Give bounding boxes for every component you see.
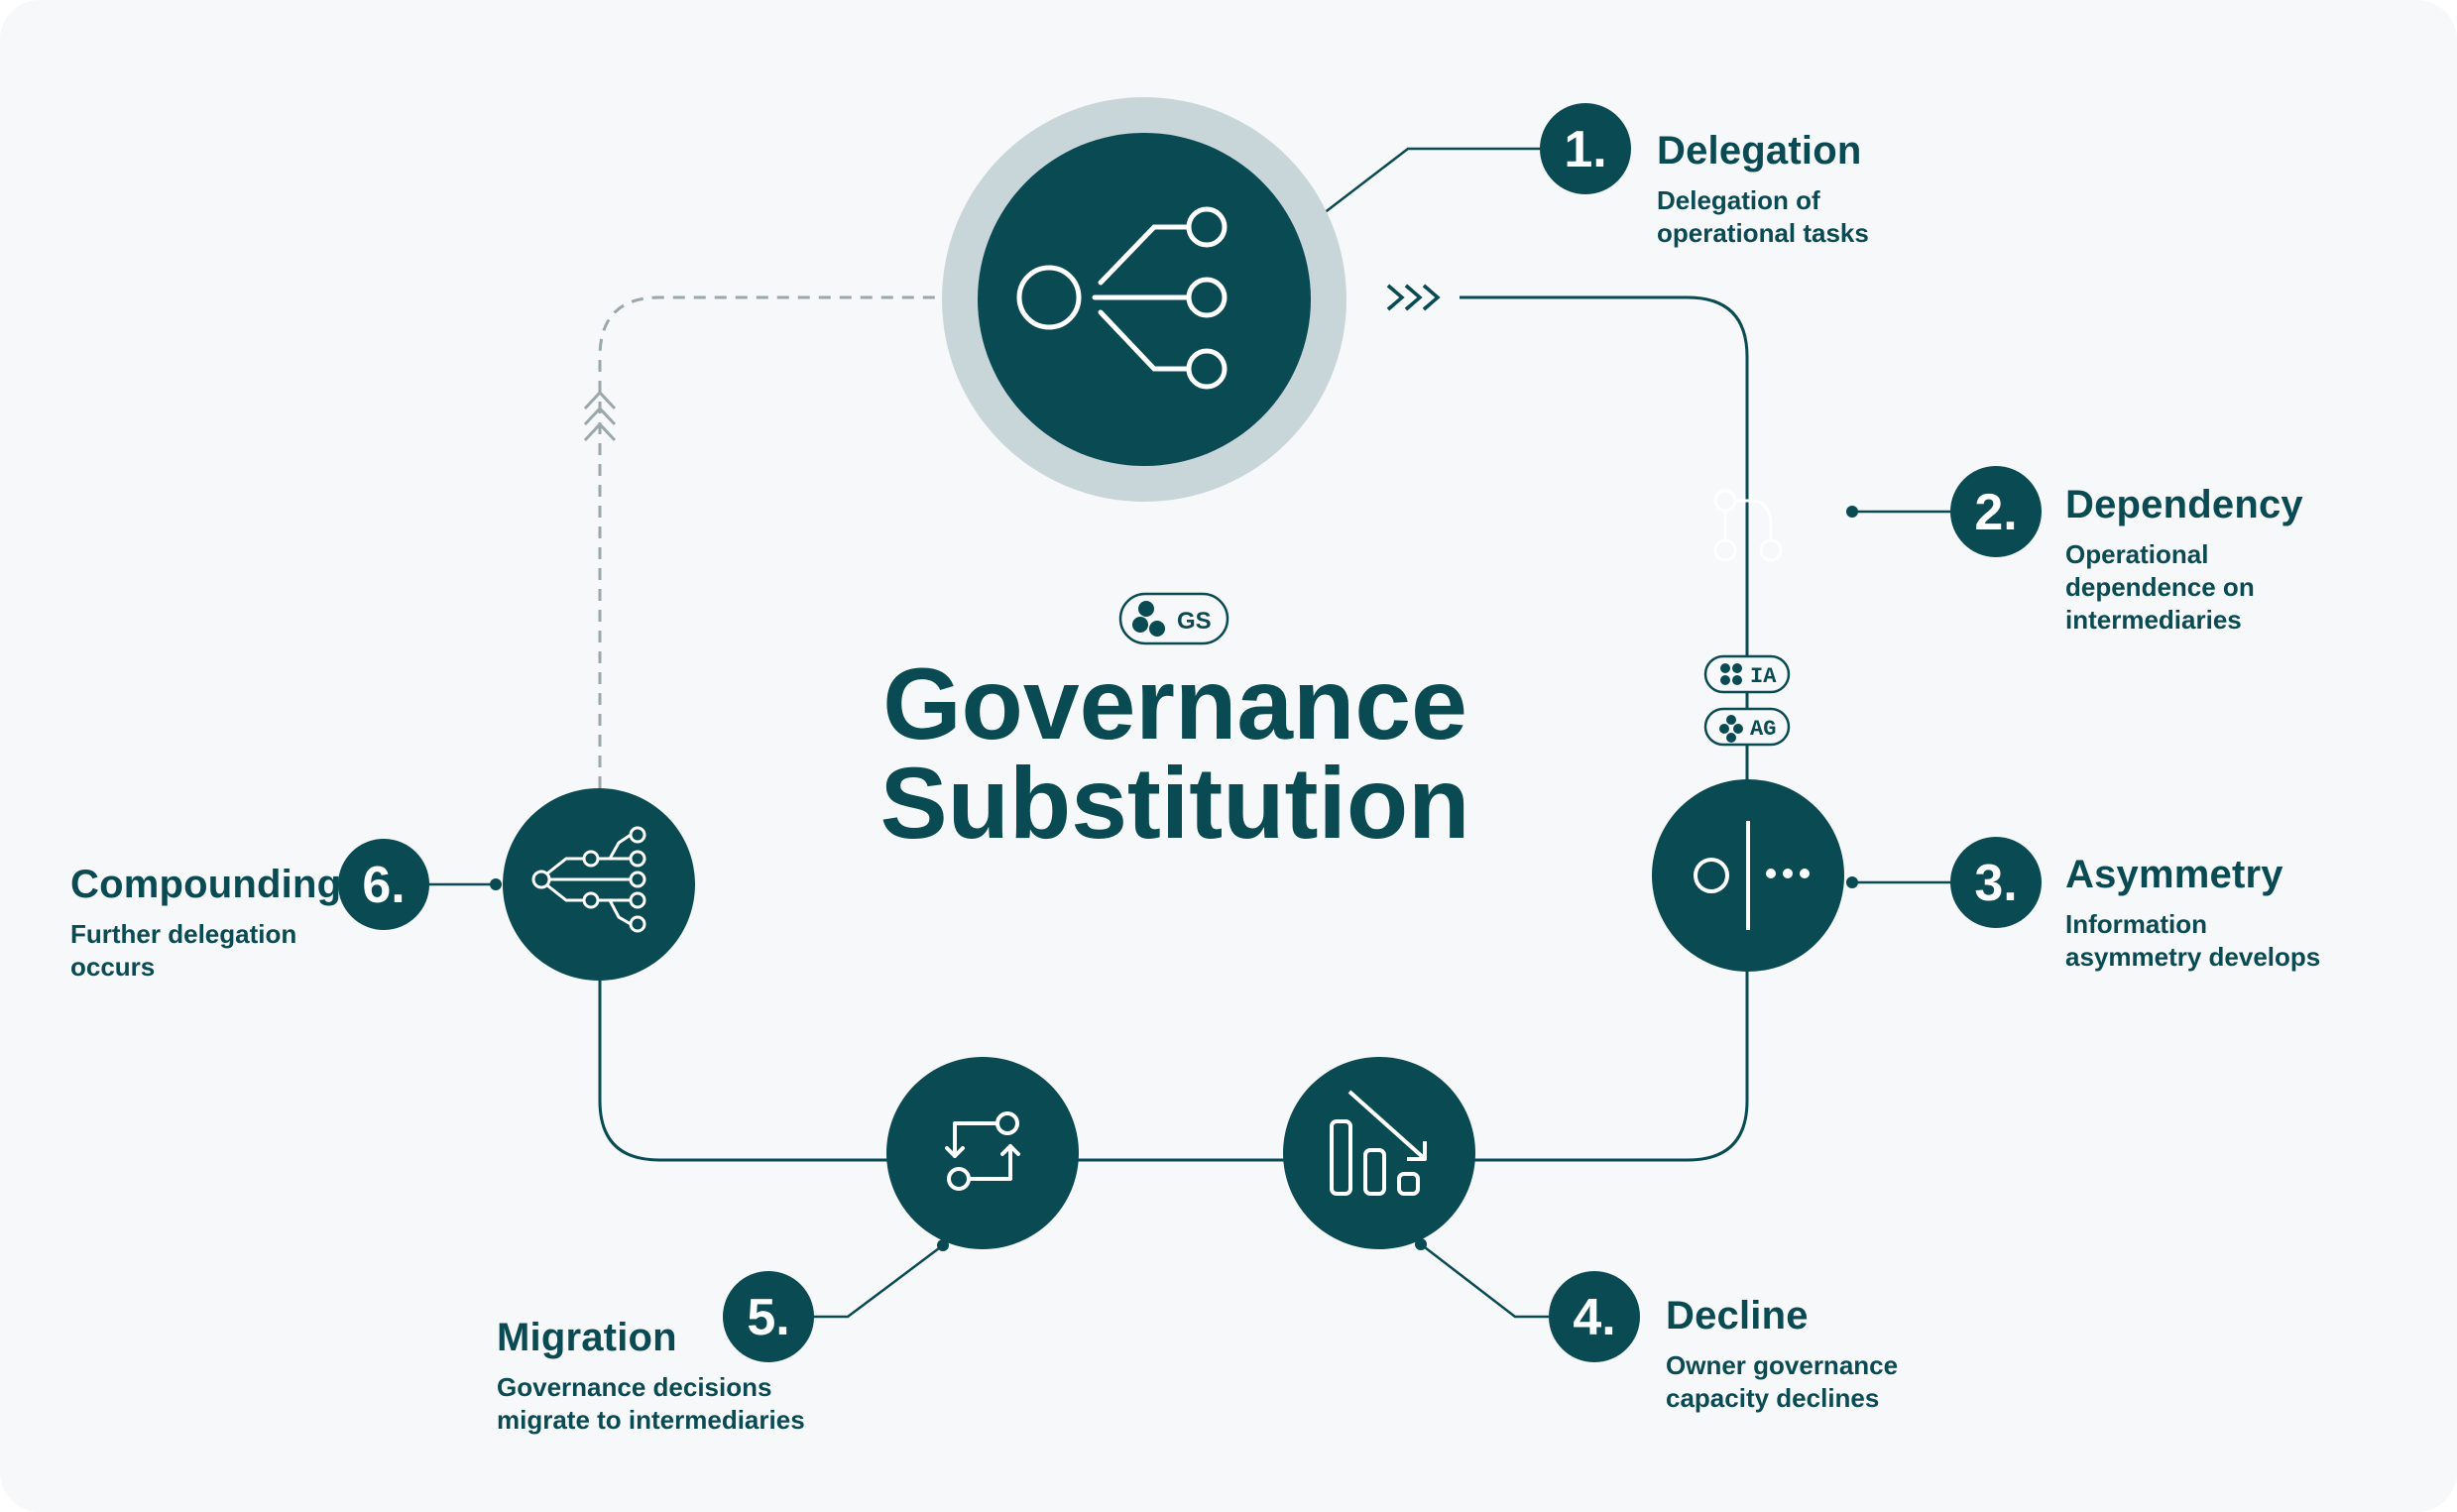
node-migration xyxy=(886,1057,1079,1249)
tag-ag-label: AG xyxy=(1750,717,1776,742)
diagram-title: Governance Substitution xyxy=(768,647,1581,860)
number-badge-1: 1. xyxy=(1540,103,1631,194)
svg-text:6.: 6. xyxy=(362,857,405,914)
svg-text:2.: 2. xyxy=(1974,484,2017,541)
number-badge-6: 6. xyxy=(338,839,429,930)
node-asymmetry xyxy=(1652,779,1844,972)
step-3-label: Asymmetry Information asymmetry develops xyxy=(2065,851,2320,974)
step-4-label: Decline Owner governance capacity declin… xyxy=(1666,1292,1898,1415)
step-4-desc: Owner governance capacity declines xyxy=(1666,1350,1899,1413)
gs-badge-label: GS xyxy=(1177,608,1212,635)
title-line-1: Governance xyxy=(882,647,1467,760)
step-2-label: Dependency Operational dependence on int… xyxy=(2065,481,2303,637)
svg-text:4.: 4. xyxy=(1573,1289,1615,1346)
tag-ia: IA xyxy=(1703,654,1791,694)
step-5-desc: Governance decisions migrate to intermed… xyxy=(497,1372,805,1435)
step-4-title: Decline xyxy=(1666,1294,1809,1338)
transfer-arrows-icon xyxy=(945,1111,1020,1191)
step-2-desc: Operational dependence on intermediaries xyxy=(2065,539,2255,635)
cycle-connector-dashed xyxy=(598,295,944,788)
leader-dots xyxy=(490,214,1858,1251)
gs-badge: GS xyxy=(1118,592,1229,645)
step-2-title: Dependency xyxy=(2065,483,2303,526)
step-1-label: Delegation Delegation of operational tas… xyxy=(1657,127,1869,250)
node-decline xyxy=(1283,1057,1475,1249)
number-badge-5: 5. xyxy=(723,1271,814,1362)
number-badge-4: 4. xyxy=(1549,1271,1640,1362)
number-badge-3: 3. xyxy=(1950,837,2042,928)
number-badge-2: 2. xyxy=(1950,466,2042,557)
up-chevrons-icon xyxy=(583,390,617,442)
link-node-icon xyxy=(1713,489,1783,562)
node-compounding xyxy=(503,788,695,981)
svg-text:3.: 3. xyxy=(1974,855,2017,912)
multi-branch-icon xyxy=(531,826,646,933)
step-3-desc: Information asymmetry develops xyxy=(2065,909,2321,972)
leader-lines xyxy=(428,147,1951,1319)
step-6-title: Compounding xyxy=(70,863,342,906)
step-1-title: Delegation xyxy=(1657,129,1862,173)
node-delegation xyxy=(942,97,1346,502)
step-6-label: Compounding Further delegation occurs xyxy=(70,861,341,984)
step-6-desc: Further delegation occurs xyxy=(70,919,297,982)
step-1-desc: Delegation of operational tasks xyxy=(1657,185,1869,248)
tag-ia-label: IA xyxy=(1750,664,1777,689)
branch-network-icon xyxy=(1016,206,1228,390)
svg-text:1.: 1. xyxy=(1564,121,1606,178)
tag-ag: AG xyxy=(1703,707,1791,747)
step-3-title: Asymmetry xyxy=(2065,853,2283,896)
declining-bars-icon xyxy=(1330,1090,1427,1196)
step-5-label: Migration Governance decisions migrate t… xyxy=(497,1314,805,1437)
title-line-2: Substitution xyxy=(879,747,1470,860)
cycle-connector-solid xyxy=(598,295,1749,1162)
svg-text:5.: 5. xyxy=(747,1289,789,1346)
split-info-icon xyxy=(1694,821,1750,930)
step-5-title: Migration xyxy=(497,1316,677,1359)
